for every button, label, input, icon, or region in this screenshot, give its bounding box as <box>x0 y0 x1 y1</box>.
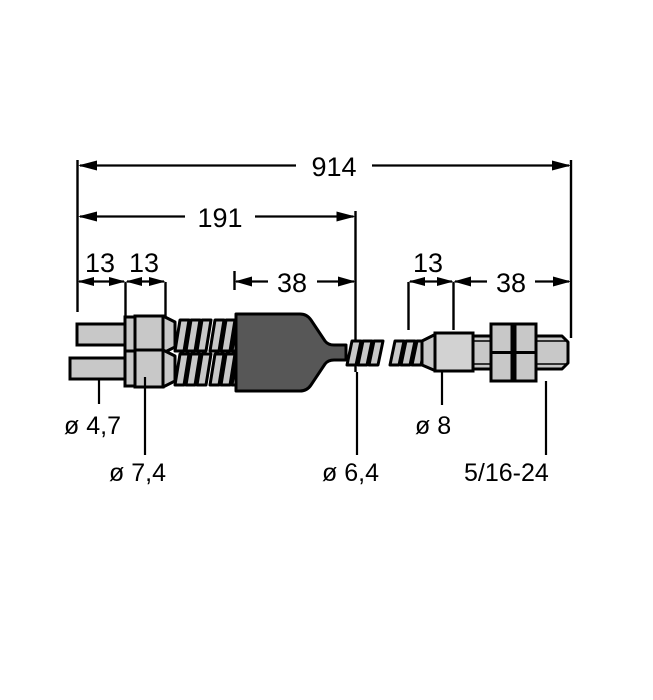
dimension-left-13b-label: 13 <box>129 248 159 278</box>
hex-nut-2 <box>513 322 538 383</box>
dimension-left-13-13: 13 13 <box>77 248 167 322</box>
label-barrel-right: ø 8 <box>415 412 451 440</box>
dimension-left-13a-label: 13 <box>85 248 115 278</box>
y-splitter-body <box>234 312 348 393</box>
label-cable-left-small: ø 4,7 <box>64 412 121 440</box>
dimension-191-label: 191 <box>197 203 242 233</box>
threaded-end <box>534 334 570 371</box>
right-connector-barrel <box>433 331 475 373</box>
main-cable-coil-left <box>345 339 385 367</box>
label-connector-left: ø 7,4 <box>109 459 166 487</box>
dimension-mid-38: 38 <box>233 268 356 298</box>
dimension-right-13-38: 13 38 <box>407 248 571 330</box>
hex-nut-1 <box>489 322 514 383</box>
label-thread-right: 5/16-24 <box>464 459 549 487</box>
left-upper-coil-group-1 <box>173 318 213 353</box>
left-lower-branch <box>68 348 177 389</box>
label-cable-main: ø 6,4 <box>322 459 379 487</box>
dimension-914-label: 914 <box>311 152 356 182</box>
dimension-mid-38-label: 38 <box>277 268 307 298</box>
dimension-right-38-label: 38 <box>496 268 526 298</box>
dimension-right-13-label: 13 <box>413 248 443 278</box>
left-lower-coil-group-1 <box>173 352 213 387</box>
dimension-914: 914 <box>76 152 573 338</box>
